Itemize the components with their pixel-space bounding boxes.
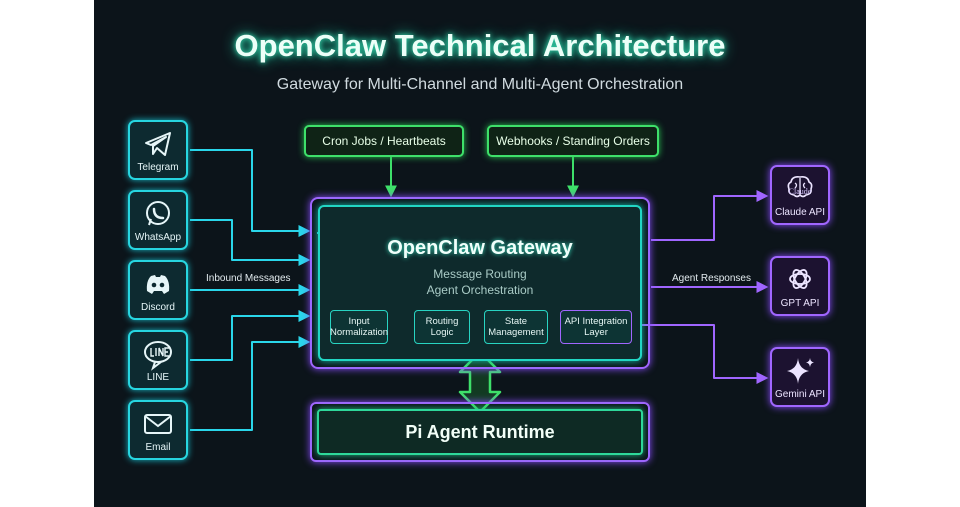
whatsapp-phone-icon: [130, 197, 186, 231]
diagram-canvas: OpenClaw Technical Architecture Gateway …: [94, 0, 866, 507]
discord-controller-icon: [130, 267, 186, 301]
claude-logo-text: Claude: [788, 187, 812, 196]
line-bubble-icon: [130, 337, 186, 371]
channel-discord: Discord: [128, 260, 188, 320]
edge-email: [190, 336, 311, 431]
envelope-icon: [130, 407, 186, 441]
llm-claude: Claude API: [770, 165, 830, 225]
channel-email: Email: [128, 400, 188, 460]
gateway-outer-frame: [310, 197, 650, 369]
gemini-sparkle-icon: [772, 355, 828, 385]
llm-gpt: GPT API: [770, 256, 830, 316]
llm-label: GPT API: [780, 298, 820, 309]
channel-telegram: Telegram: [128, 120, 188, 180]
channel-label: Email: [145, 442, 171, 453]
diagram-subtitle: Gateway for Multi-Channel and Multi-Agen…: [276, 76, 684, 93]
edge-label-responses: Agent Responses: [672, 273, 751, 284]
edge-label-inbound: Inbound Messages: [206, 273, 291, 284]
channel-whatsapp: WhatsApp: [128, 190, 188, 250]
llm-label: Gemini API: [774, 389, 826, 400]
gateway-title: OpenClaw Gateway: [387, 237, 573, 259]
llm-label: Claude API: [774, 207, 826, 218]
channel-label: Telegram: [137, 162, 179, 173]
diagram-title: OpenClaw Technical Architecture: [234, 28, 726, 63]
trigger-cron: Cron Jobs / Heartbeats: [304, 125, 464, 157]
edge-gemini: [634, 324, 769, 384]
channel-label: Discord: [141, 302, 175, 313]
runtime-label: Pi Agent Runtime: [405, 422, 555, 442]
channel-label: WhatsApp: [134, 232, 182, 243]
paper-plane-icon: [130, 127, 186, 161]
claude-brain-icon: [772, 173, 828, 203]
gateway-subtitle-routing: Message Routing: [433, 267, 527, 281]
trigger-webhooks: Webhooks / Standing Orders: [487, 125, 659, 157]
gateway-subtitle-orchestration: Agent Orchestration: [426, 283, 534, 297]
runtime-panel: [317, 409, 643, 455]
channel-line: LINE: [128, 330, 188, 390]
edge-claude: [651, 190, 769, 241]
edge-line: [190, 310, 311, 361]
runtime-outer-frame: [310, 402, 650, 462]
openai-knot-icon: [772, 264, 828, 294]
channel-label: LINE: [146, 372, 170, 383]
edge-whatsapp: [190, 219, 311, 266]
llm-gemini: Gemini API: [770, 347, 830, 407]
edge-telegram: [190, 149, 311, 237]
